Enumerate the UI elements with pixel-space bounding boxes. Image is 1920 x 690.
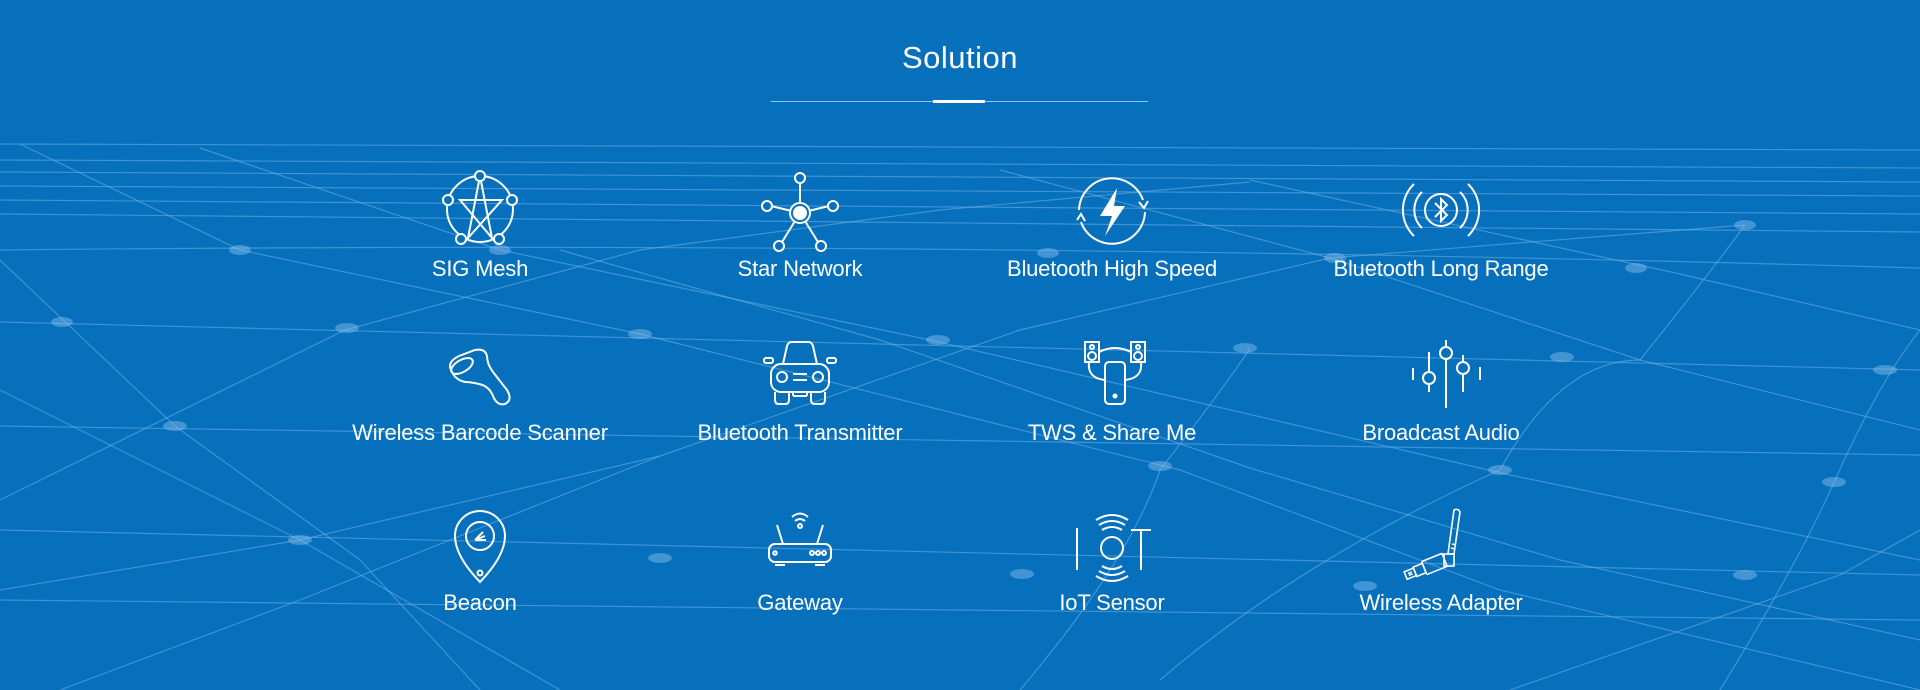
solution-item-bluetooth-high-speed[interactable]: Bluetooth High Speed: [962, 166, 1262, 282]
solution-item-bluetooth-long-range[interactable]: Bluetooth Long Range: [1291, 166, 1591, 282]
car-icon: [755, 330, 845, 420]
barcode-scanner-icon: [435, 330, 525, 420]
phone-speakers-icon: [1067, 330, 1157, 420]
iot-sensor-icon: [1067, 500, 1157, 590]
section-title: Solution: [901, 40, 1019, 75]
mesh-network-icon: [435, 166, 525, 256]
solution-item-beacon[interactable]: Beacon: [330, 500, 630, 616]
bluetooth-signal-icon: [1396, 166, 1486, 256]
solution-label: SIG Mesh: [431, 256, 529, 281]
solution-item-bluetooth-transmitter[interactable]: Bluetooth Transmitter: [650, 330, 950, 446]
solution-item-broadcast-audio[interactable]: Broadcast Audio: [1291, 330, 1591, 446]
solution-label: IoT Sensor: [1059, 590, 1165, 615]
solution-item-wireless-adapter[interactable]: Wireless Adapter: [1291, 500, 1591, 616]
solution-item-gateway[interactable]: Gateway: [650, 500, 950, 616]
solution-label: Beacon: [443, 590, 517, 615]
solution-label: Wireless Barcode Scanner: [352, 420, 608, 445]
star-network-icon: [755, 166, 845, 256]
solution-item-sig-mesh[interactable]: SIG Mesh: [330, 166, 630, 282]
solution-label: Bluetooth High Speed: [1006, 256, 1218, 281]
solution-label: Broadcast Audio: [1362, 420, 1520, 445]
location-beacon-icon: [435, 500, 525, 590]
title-divider-accent: [933, 100, 985, 103]
router-icon: [755, 500, 845, 590]
solution-label: Gateway: [757, 590, 843, 615]
solution-item-wireless-barcode-scanner[interactable]: Wireless Barcode Scanner: [330, 330, 630, 446]
usb-adapter-icon: [1396, 500, 1486, 590]
solution-label: Bluetooth Long Range: [1333, 256, 1549, 281]
solution-label: TWS & Share Me: [1027, 420, 1197, 445]
solution-label: Star Network: [737, 256, 863, 281]
solution-label: Wireless Adapter: [1359, 590, 1523, 615]
solution-label: Bluetooth Transmitter: [697, 420, 903, 445]
solution-item-tws-share-me[interactable]: TWS & Share Me: [962, 330, 1262, 446]
lightning-cycle-icon: [1067, 166, 1157, 256]
solution-item-star-network[interactable]: Star Network: [650, 166, 950, 282]
equalizer-icon: [1396, 330, 1486, 420]
solution-item-iot-sensor[interactable]: IoT Sensor: [962, 500, 1262, 616]
